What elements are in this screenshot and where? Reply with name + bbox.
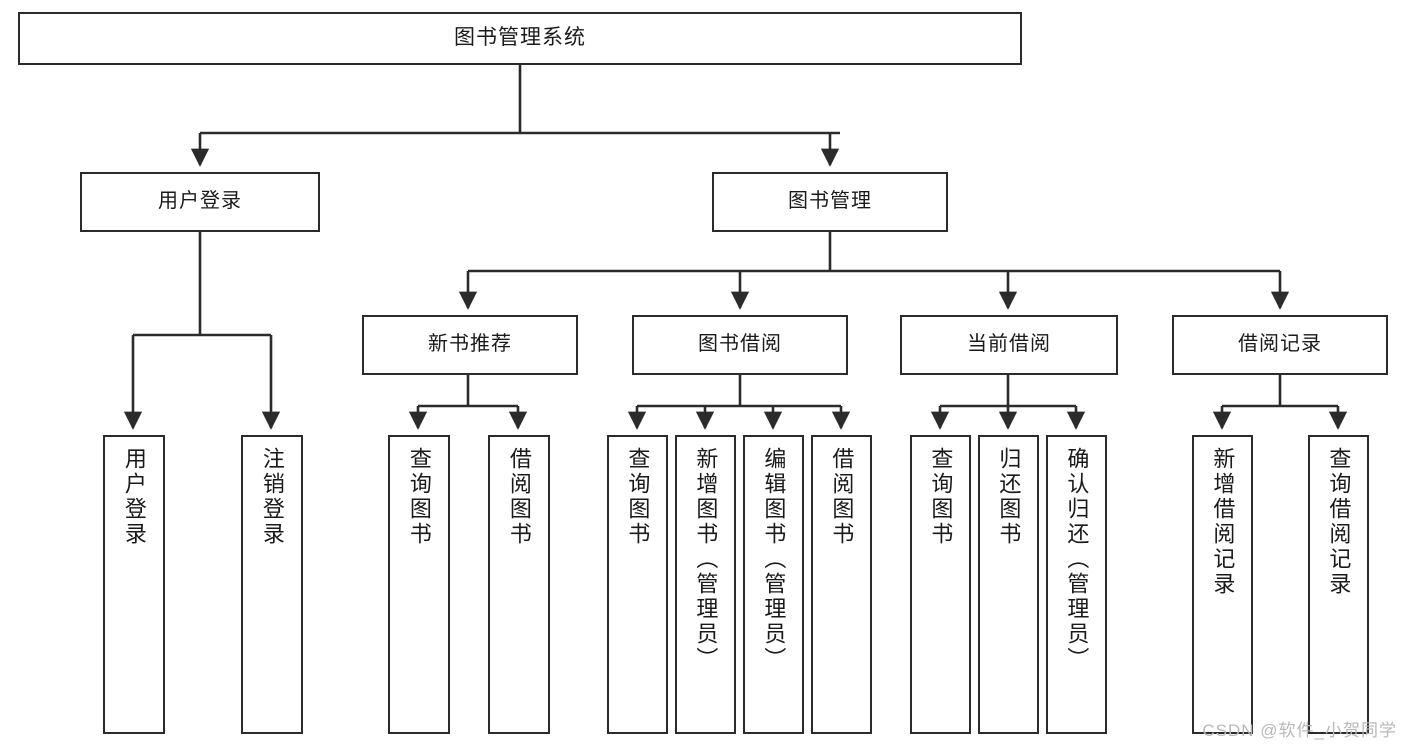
node-user-login[interactable]: 用户登录 <box>80 172 320 232</box>
node-label: 查询图书 <box>625 447 651 547</box>
node-label: 注销登录 <box>259 447 285 547</box>
leaf-current-confirm-return-admin[interactable]: 确认归还（管理员） <box>1046 435 1107 734</box>
leaf-borrow-borrow-book[interactable]: 借阅图书 <box>811 435 872 734</box>
csdn-watermark: CSDN @软件_小贺同学 <box>1202 721 1397 740</box>
node-label: 查询图书 <box>406 447 432 547</box>
leaf-record-query-record[interactable]: 查询借阅记录 <box>1308 435 1369 734</box>
node-book-management[interactable]: 图书管理 <box>712 172 948 232</box>
leaf-record-add-record[interactable]: 新增借阅记录 <box>1192 435 1253 734</box>
node-label: 用户登录 <box>158 190 242 213</box>
node-label: 查询借阅记录 <box>1326 447 1352 597</box>
leaf-user-login-login[interactable]: 用户登录 <box>103 435 165 734</box>
leaf-current-query-book[interactable]: 查询图书 <box>910 435 971 734</box>
node-new-book-recommend[interactable]: 新书推荐 <box>362 315 578 375</box>
node-borrow-record[interactable]: 借阅记录 <box>1172 315 1388 375</box>
node-label: 当前借阅 <box>967 333 1051 356</box>
node-label: 借阅图书 <box>829 447 855 547</box>
node-label: 用户登录 <box>121 447 147 547</box>
node-label: 新增借阅记录 <box>1210 447 1236 597</box>
leaf-new-book-borrow[interactable]: 借阅图书 <box>488 435 550 734</box>
node-label: 图书借阅 <box>698 333 782 356</box>
node-book-borrow[interactable]: 图书借阅 <box>632 315 848 375</box>
node-label: 查询图书 <box>928 447 954 547</box>
leaf-new-book-query[interactable]: 查询图书 <box>388 435 450 734</box>
leaf-current-return-book[interactable]: 归还图书 <box>978 435 1039 734</box>
leaf-borrow-query-book[interactable]: 查询图书 <box>607 435 668 734</box>
node-label: 借阅记录 <box>1238 333 1322 356</box>
node-label: 借阅图书 <box>506 447 532 547</box>
node-current-borrow[interactable]: 当前借阅 <box>900 315 1118 375</box>
node-label: 新增图书（管理员） <box>693 447 719 672</box>
node-label: 图书管理系统 <box>454 26 586 50</box>
node-label: 编辑图书（管理员） <box>761 447 787 672</box>
node-label: 新书推荐 <box>428 333 512 356</box>
node-label: 归还图书 <box>996 447 1022 547</box>
node-root-system[interactable]: 图书管理系统 <box>18 12 1022 65</box>
node-label: 图书管理 <box>788 190 872 213</box>
leaf-borrow-edit-book-admin[interactable]: 编辑图书（管理员） <box>743 435 804 734</box>
leaf-user-login-logout[interactable]: 注销登录 <box>241 435 303 734</box>
leaf-borrow-add-book-admin[interactable]: 新增图书（管理员） <box>675 435 736 734</box>
node-label: 确认归还（管理员） <box>1064 447 1090 672</box>
